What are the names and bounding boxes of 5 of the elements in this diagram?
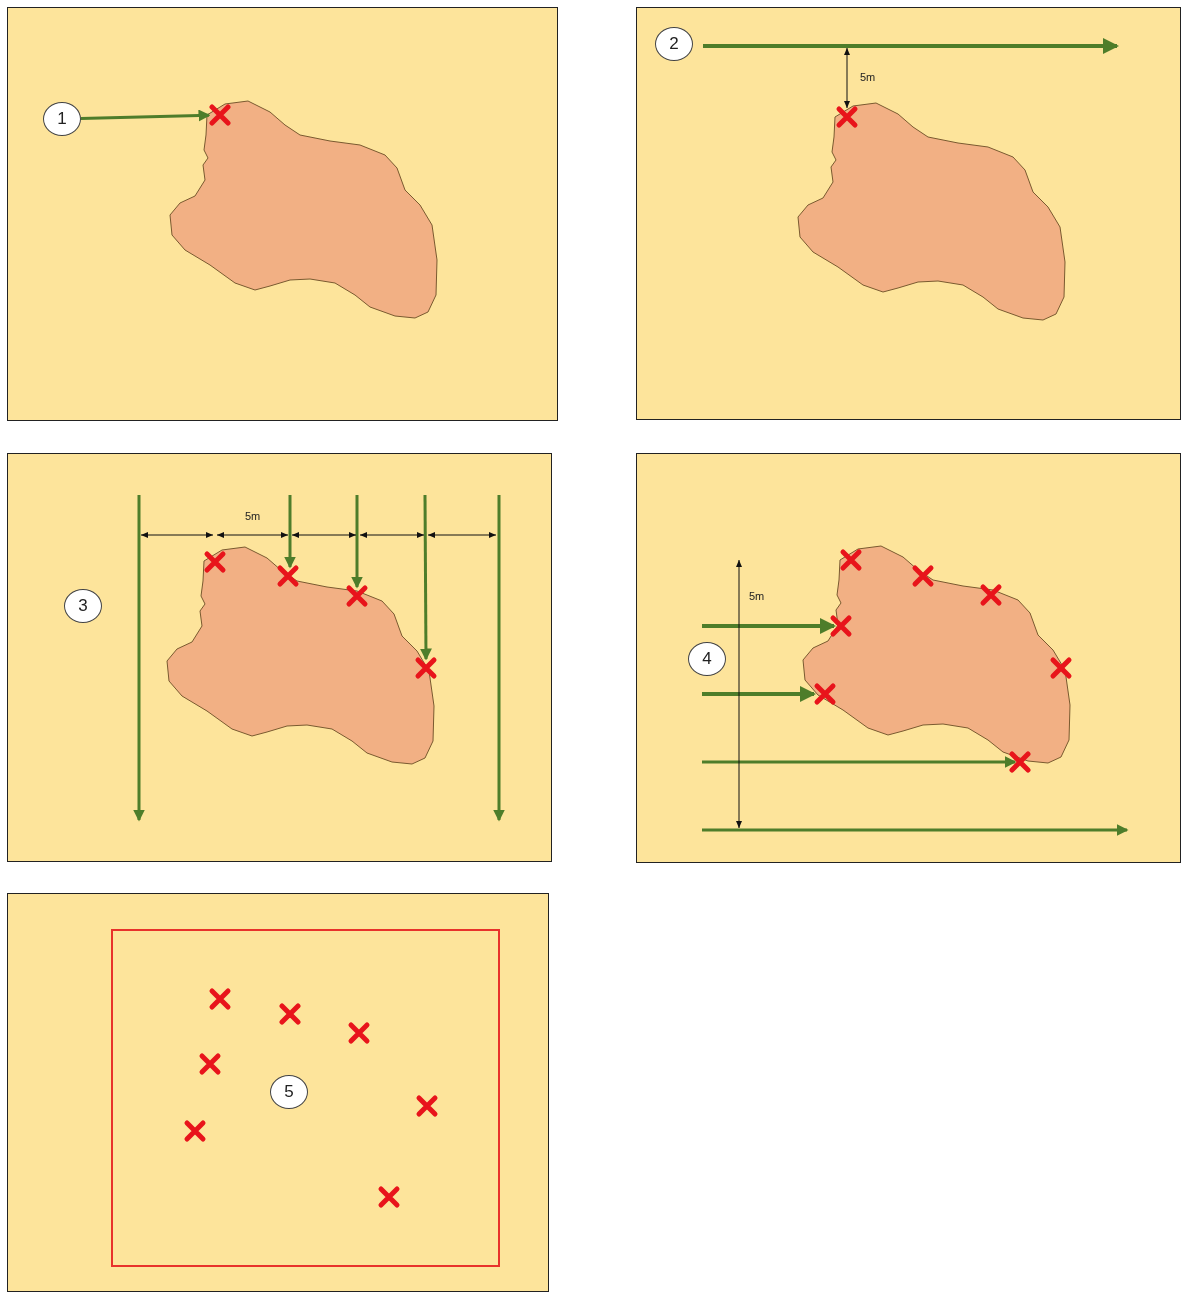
cross-mark-icon — [209, 104, 231, 126]
dimension-label: 5m — [749, 590, 765, 602]
arrow — [80, 109, 211, 122]
dimension-label: 5m — [860, 71, 876, 83]
dimension-label: 5m — [245, 510, 261, 522]
